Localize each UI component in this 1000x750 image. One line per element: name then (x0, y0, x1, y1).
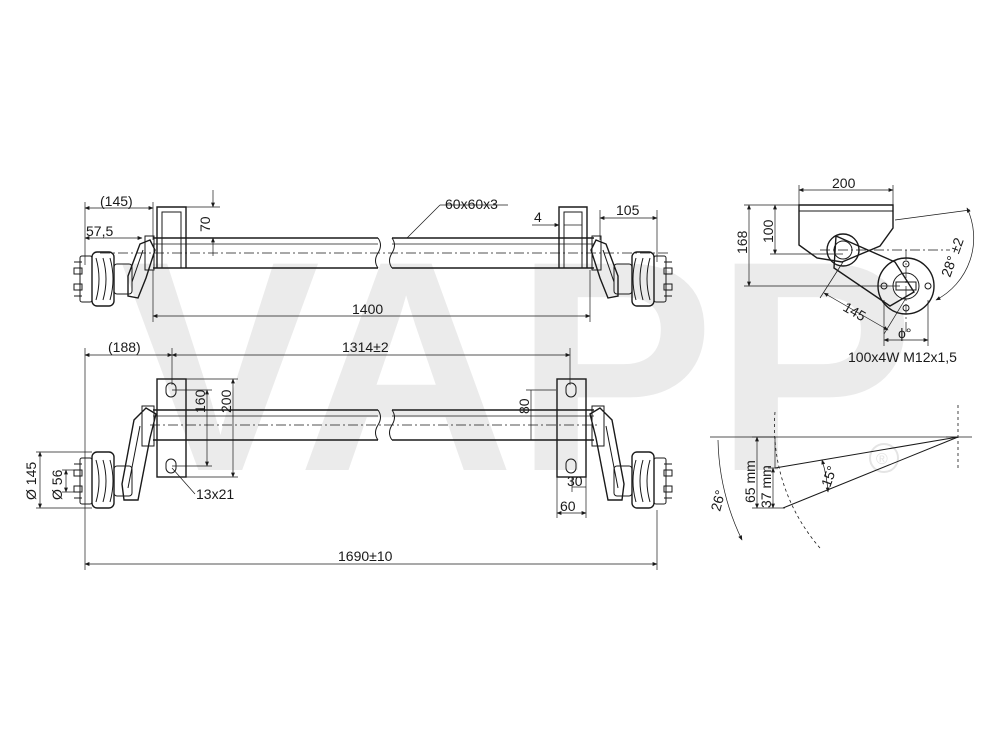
dim-80: 80 (516, 398, 532, 414)
side-angle-28: 28° ±2 (938, 235, 967, 279)
dim-145-paren: (145) (100, 193, 133, 209)
watermark-text: VAPP (120, 198, 915, 534)
dim-dia-145: Ø 145 (23, 462, 39, 500)
angle-diagram: 65 mm 37 mm 15° 26° (707, 405, 972, 549)
dim-57-5: 57,5 (86, 223, 113, 239)
front-axle-tube (150, 409, 600, 441)
dim-200-front: 200 (218, 389, 234, 413)
angle-dim-65mm: 65 mm (742, 460, 758, 503)
dim-1690: 1690±10 (338, 548, 393, 564)
top-left-hub (73, 235, 156, 307)
side-view: 200 100 168 145 28° ±2 ϕ° 100x4W M12x1,5 (734, 175, 975, 365)
front-right-plate (556, 378, 587, 478)
dim-105: 105 (616, 202, 640, 218)
watermark: VAPP ® (120, 198, 915, 534)
dim-1400: 1400 (352, 301, 383, 317)
dim-70: 70 (197, 216, 213, 232)
dim-13x21: 13x21 (196, 486, 234, 502)
front-right-hub (589, 405, 673, 509)
dim-160: 160 (192, 389, 208, 413)
dim-30: 30 (567, 473, 583, 489)
registered-mark-circle (869, 443, 899, 473)
angle-15: 15° (818, 464, 840, 489)
dim-60: 60 (560, 498, 576, 514)
dim-4: 4 (534, 209, 542, 225)
side-phi: ϕ° (898, 325, 911, 341)
side-dim-100: 100 (760, 219, 776, 243)
top-right-bracket (558, 206, 588, 268)
top-view: (145) 57,5 70 60x60x3 4 105 1400 (73, 190, 673, 322)
dim-1314: 1314±2 (342, 339, 389, 355)
angle-26: 26° (707, 488, 728, 513)
top-left-bracket (156, 206, 187, 268)
angle-dim-37mm: 37 mm (758, 465, 774, 508)
side-dim-168: 168 (734, 230, 750, 254)
bolt-pattern: 100x4W M12x1,5 (848, 349, 957, 365)
watermark-registered: ® (876, 451, 888, 468)
side-view-dimensions: 200 100 168 145 28° ±2 ϕ° 100x4W M12x1,5 (734, 175, 975, 365)
dim-188-paren: (188) (108, 339, 141, 355)
top-axle-tube (100, 237, 670, 269)
front-view-dimensions: (188) 1314±2 160 200 80 13x21 30 60 (23, 339, 658, 570)
top-right-hub (590, 235, 673, 307)
dim-60x60x3: 60x60x3 (445, 196, 498, 212)
front-view: (188) 1314±2 160 200 80 13x21 30 60 (23, 339, 673, 570)
dim-dia-56: Ø 56 (49, 469, 65, 500)
side-dim-200: 200 (832, 175, 856, 191)
front-left-hub (73, 405, 157, 509)
top-view-dimensions: (145) 57,5 70 60x60x3 4 105 1400 (84, 190, 658, 322)
